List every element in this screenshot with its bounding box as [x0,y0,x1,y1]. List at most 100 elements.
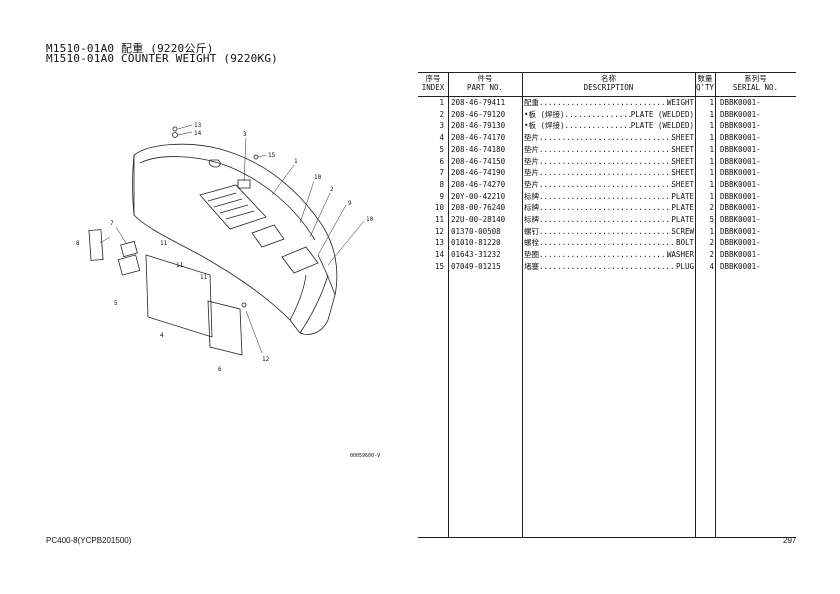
sheet-6 [207,300,243,356]
row-description-en: PLATE (WELDED) [630,121,694,131]
callout-4: 4 [160,332,164,339]
row-quantity: 1 [709,144,714,154]
row-quantity: 2 [709,238,714,248]
row-quantity: 1 [709,179,714,189]
row-index: 15 [434,261,444,271]
row-description-en: SHEET [671,144,694,154]
callout-8: 8 [76,240,80,247]
parts-table: 序号 INDEX 件号 PART NO. 名称 DESCRIPTION 数量 Q… [418,72,796,538]
row-serial-number: DBBK0001- [720,144,761,154]
row-part-number: 208-46-74190 [451,168,506,178]
footer-model-number: PC400-8(YCPB201500) [46,536,132,545]
row-part-number: 01370-00508 [451,226,501,236]
row-description-en: SHEET [671,179,694,189]
table-row: 4 208-46-74170 垫片.........................… [418,132,796,144]
row-serial-number: DBBK0001- [720,226,761,236]
callout-9: 9 [348,200,352,207]
row-description-en: SCREW [671,226,694,236]
row-description-en: PLATE [671,215,694,224]
row-quantity: 2 [709,250,714,260]
row-part-number: 208-46-74170 [451,133,506,143]
sheet-7 [120,240,138,258]
table-row: 5 208-46-74180 垫片.........................… [418,144,796,156]
callout-11b: 11 [176,262,184,269]
row-part-number: 208-46-74180 [451,144,506,154]
row-serial-number: DBBK0001- [720,203,761,213]
callout-11a: 11 [160,240,168,247]
counterweight-exploded-diagram: 13 14 3 15 1 10 2 9 10 7 8 11 11 11 5 4 … [76,122,374,373]
row-index: 11 [434,215,444,224]
row-part-number: 208-00-76240 [451,203,506,213]
row-quantity: 1 [709,226,714,236]
row-description-cn: 垫片.............................. [524,133,675,143]
row-description-cn: 标牌.............................. [524,191,675,201]
row-quantity: 2 [709,203,714,213]
callout-14: 14 [194,130,202,137]
bolt-13 [172,126,178,132]
callout-6: 6 [218,366,222,373]
row-part-number: 22U-00-28140 [451,215,506,224]
row-description-en: WEIGHT [666,98,694,107]
row-quantity: 1 [709,109,714,119]
callout-2: 2 [330,186,334,193]
callout-15: 15 [268,152,276,159]
row-description-cn: 垫片.............................. [524,144,675,154]
row-part-number: 01010-81220 [451,238,501,248]
counterweight-body [132,143,338,335]
sheet-5 [117,254,141,276]
row-serial-number: DBBK0001- [720,121,761,131]
row-part-number: 208-46-74150 [451,156,506,166]
row-description-cn: 堵塞.............................. [524,261,675,271]
row-description-cn: 标牌.............................. [524,215,675,224]
header-serial-no: 系列号 SERIAL NO. [732,74,779,92]
row-index: 6 [439,156,444,166]
row-serial-number: DBBK0001- [720,133,761,143]
row-part-number: 208-46-79411 [451,98,506,107]
header-description: 名称 DESCRIPTION [583,74,634,92]
sheet-8 [88,229,104,261]
row-description-en: PLATE [671,203,694,213]
callout-1: 1 [294,158,298,165]
row-description-cn: 垫片.............................. [524,156,675,166]
row-quantity: 1 [709,121,714,131]
row-description-en: SHEET [671,156,694,166]
row-index: 12 [434,226,444,236]
table-row: 15 07049-01215 堵塞.........................… [418,261,796,273]
table-row: 11 22U-00-28140 标牌........................… [418,214,796,226]
page-title-chinese: M1510-01A0 配重 (9220公斤) [46,42,214,55]
row-quantity: 1 [709,98,714,107]
washer-14 [172,132,178,138]
row-quantity: 1 [709,156,714,166]
row-description-en: PLATE [671,191,694,201]
row-part-number: 07049-01215 [451,261,501,271]
callout-5: 5 [114,300,118,307]
row-part-number: 20Y-00-42210 [451,191,506,201]
row-quantity: 1 [709,168,714,178]
row-quantity: 1 [709,191,714,201]
callout-11c: 11 [200,274,208,281]
row-serial-number: DBBK0001- [720,168,761,178]
table-row: 6 208-46-74150 垫片.........................… [418,156,796,168]
callout-10: 10 [314,174,322,181]
row-serial-number: DBBK0001- [720,156,761,166]
header-part-no: 件号 PART NO. [466,74,504,92]
row-serial-number: DBBK0001- [720,261,761,271]
row-index: 5 [439,144,444,154]
row-description-cn: 垫圈.............................. [524,250,675,260]
row-description-cn: 垫片.............................. [524,168,675,178]
page-number: 297 [783,536,797,545]
row-index: 13 [434,238,444,248]
row-description-en: SHEET [671,133,694,143]
row-description-en: BOLT [675,238,694,248]
row-index: 3 [439,121,444,131]
row-description-cn: 配重............................. [524,98,670,107]
header-index: 序号 INDEX [421,74,445,92]
row-index: 14 [434,250,444,260]
row-index: 4 [439,133,444,143]
row-quantity: 4 [709,261,714,271]
